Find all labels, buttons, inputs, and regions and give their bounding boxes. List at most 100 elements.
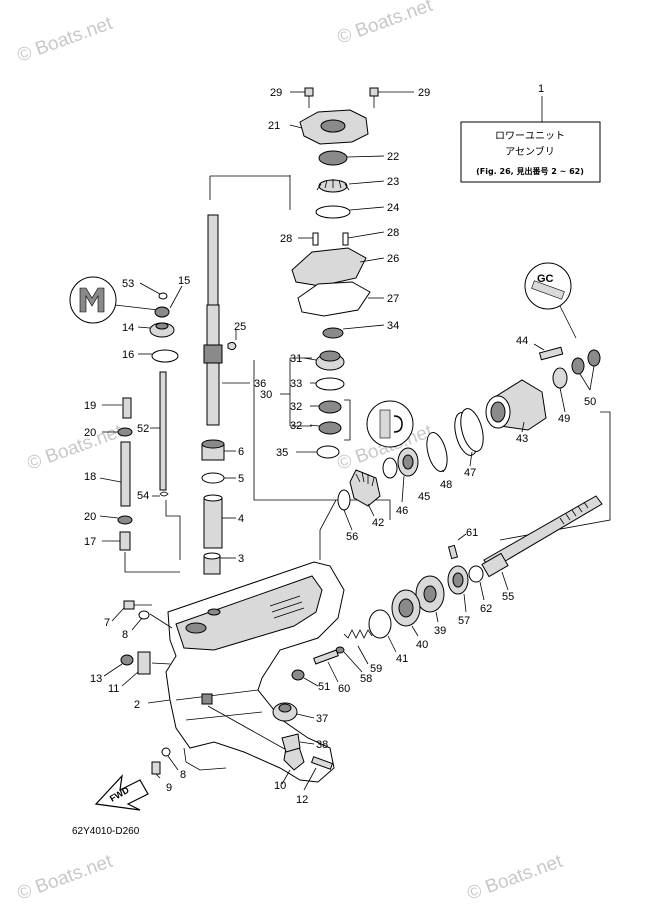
shim-56 <box>337 489 351 511</box>
callout-34: 34 <box>387 320 399 332</box>
callout-42: 42 <box>372 517 384 529</box>
watermark: © Boats.net <box>15 851 116 905</box>
callout-17: 17 <box>84 536 96 548</box>
o-ring-33 <box>315 377 345 391</box>
oil-seal-50-b <box>571 357 585 375</box>
watermark: © Boats.net <box>15 13 116 67</box>
reverse-gear-42 <box>349 469 381 507</box>
sealant-symbol-icon <box>366 400 414 448</box>
shift-plunger-17 <box>119 531 131 551</box>
oil-seal-50-a <box>587 349 601 367</box>
callout-numbers: 29 29 21 22 23 24 28 28 26 27 34 31 33 3… <box>84 87 596 806</box>
callout-43: 43 <box>516 433 528 445</box>
woodruff-key-25 <box>227 341 237 351</box>
assembly-reference-box: 1 ロワーユニット アセンブリ (Fig. 26, 見出番号 2 ~ 62) <box>460 83 601 183</box>
shim-5 <box>201 472 225 484</box>
assembly-name-line1: ロワーユニット <box>495 131 565 142</box>
callout-4: 4 <box>238 513 244 525</box>
callout-53: 53 <box>122 278 134 290</box>
grease-gc-symbol-icon: GC <box>524 262 572 310</box>
drive-shaft-36 <box>206 362 220 426</box>
shift-components <box>272 629 373 753</box>
callout-15: 15 <box>178 275 190 287</box>
propeller-shaft-55 <box>481 495 603 578</box>
shim-41 <box>368 609 392 639</box>
shift-rod-joint-18 <box>120 441 131 507</box>
callout-39: 39 <box>434 625 446 637</box>
spring-59 <box>343 629 373 639</box>
callout-28: 28 <box>387 227 399 239</box>
dog-clutch-57 <box>447 565 469 595</box>
callout-31: 31 <box>290 353 302 365</box>
callout-26: 26 <box>387 253 399 265</box>
callout-52: 52 <box>137 423 149 435</box>
plunger-60 <box>313 649 339 665</box>
callout-36: 36 <box>254 378 266 390</box>
forward-gear-39 <box>415 575 445 613</box>
washer-8-bottom <box>161 747 171 757</box>
callout-3: 3 <box>238 553 244 565</box>
oil-seal-32-top <box>318 400 342 414</box>
gasket-27 <box>297 281 371 317</box>
shim-48 <box>426 432 448 472</box>
callout-10: 10 <box>274 780 286 792</box>
outer-plate-26 <box>291 247 367 287</box>
callout-5: 5 <box>238 473 244 485</box>
callout-22: 22 <box>387 151 399 163</box>
callout-29: 29 <box>418 87 430 99</box>
dowel-pin-28-right <box>342 232 349 246</box>
bearing-group-30 <box>280 350 351 459</box>
spring-62 <box>468 565 484 583</box>
impeller-23 <box>316 179 350 193</box>
callout-29: 29 <box>270 87 282 99</box>
callout-24: 24 <box>387 202 399 214</box>
water-pump-group <box>289 87 414 339</box>
bolt-9 <box>151 761 161 775</box>
callout-51: 51 <box>318 681 330 693</box>
callout-32: 32 <box>290 420 302 432</box>
drive-shaft-middle <box>206 304 220 346</box>
o-ring-16 <box>151 349 179 363</box>
callout-59: 59 <box>370 663 382 675</box>
callout-62: 62 <box>480 603 492 615</box>
callout-44: 44 <box>516 335 528 347</box>
callout-23: 23 <box>387 176 399 188</box>
bolt-44 <box>538 346 564 361</box>
clip-20-bottom <box>117 515 133 525</box>
retainer-14 <box>149 322 175 338</box>
o-ring-47-b <box>460 408 484 452</box>
tapered-bearing-40 <box>391 589 421 627</box>
gasket-35 <box>316 445 340 459</box>
callout-8: 8 <box>122 629 128 641</box>
callout-6: 6 <box>238 446 244 458</box>
seal-34 <box>322 327 344 339</box>
callout-49: 49 <box>558 413 570 425</box>
trim-tab-group <box>207 705 334 791</box>
bolt-29-left <box>304 87 314 97</box>
callout-38: 38 <box>316 739 328 751</box>
callout-20: 20 <box>84 427 96 439</box>
drive-shaft-collar <box>203 344 223 364</box>
assembly-reference: (Fig. 26, 見出番号 2 ~ 62) <box>476 166 584 176</box>
washer-8-top <box>138 610 150 620</box>
callout-48: 48 <box>440 479 452 491</box>
propeller-shaft-group: GC <box>319 262 611 653</box>
fwd-arrow-icon: FWD <box>94 774 149 811</box>
callout-21: 21 <box>268 120 280 132</box>
lower-case-2 <box>165 561 345 783</box>
drive-shaft-group <box>201 175 391 575</box>
callout-57: 57 <box>458 615 470 627</box>
callout-61: 61 <box>466 527 478 539</box>
circlip-53 <box>158 292 168 300</box>
bearing-housing-43 <box>485 379 547 431</box>
callout-16: 16 <box>122 349 134 361</box>
callout-18: 18 <box>84 471 96 483</box>
grease-symbol-icon <box>69 276 117 324</box>
bolt-12 <box>310 756 334 770</box>
callout-8: 8 <box>180 769 186 781</box>
callout-7: 7 <box>104 617 110 629</box>
cross-pin-61 <box>447 544 459 560</box>
callout-30: 30 <box>260 389 272 401</box>
callout-50: 50 <box>584 396 596 408</box>
